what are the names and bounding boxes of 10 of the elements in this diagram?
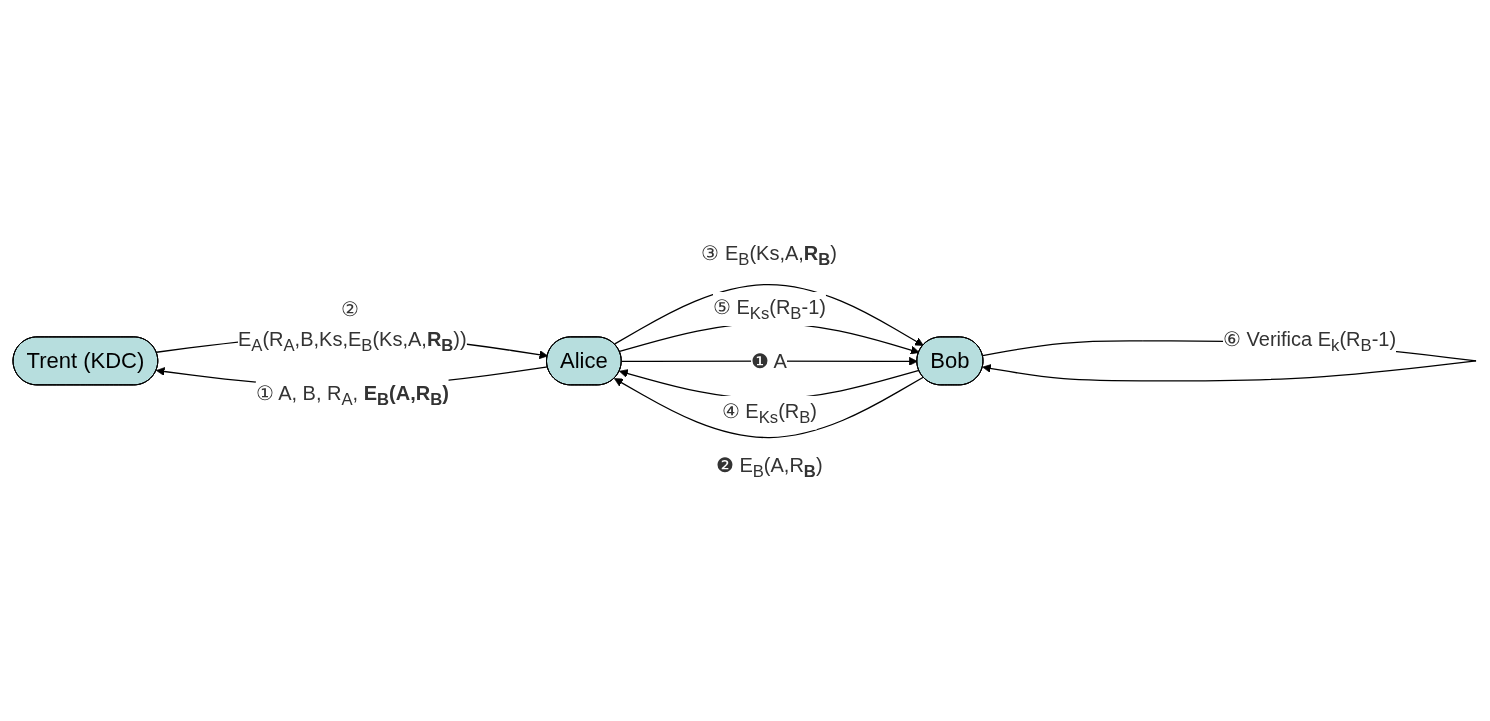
edge-label: ⑥ Verifica E$_{k}$(R$_{B}$-1) [1223,327,1397,355]
arrow [614,376,925,438]
edge-label: ③ E$_{B}$(Ks,A,R$_{B}$) [701,241,838,269]
arrow [614,283,925,346]
edge-label: ❷ E$_{B}$(A,R$_{B}$) [716,453,823,481]
edge-label: ⑤ E$_{Ks}$(R$_{B}$-1) [713,295,827,323]
edge-label: ❶ A [751,349,788,372]
edge-label: ① A, B, R$_{A}$, E$_{B}$(A,R$_{B}$) [256,381,450,409]
edge-label: ④ E$_{Ks}$(R$_{B}$) [722,399,818,427]
edge-label: ② E$_{A}$(R$_{A}$,B,Ks,E$_{B}$(Ks,A,R$_{B}$)) [238,298,468,356]
